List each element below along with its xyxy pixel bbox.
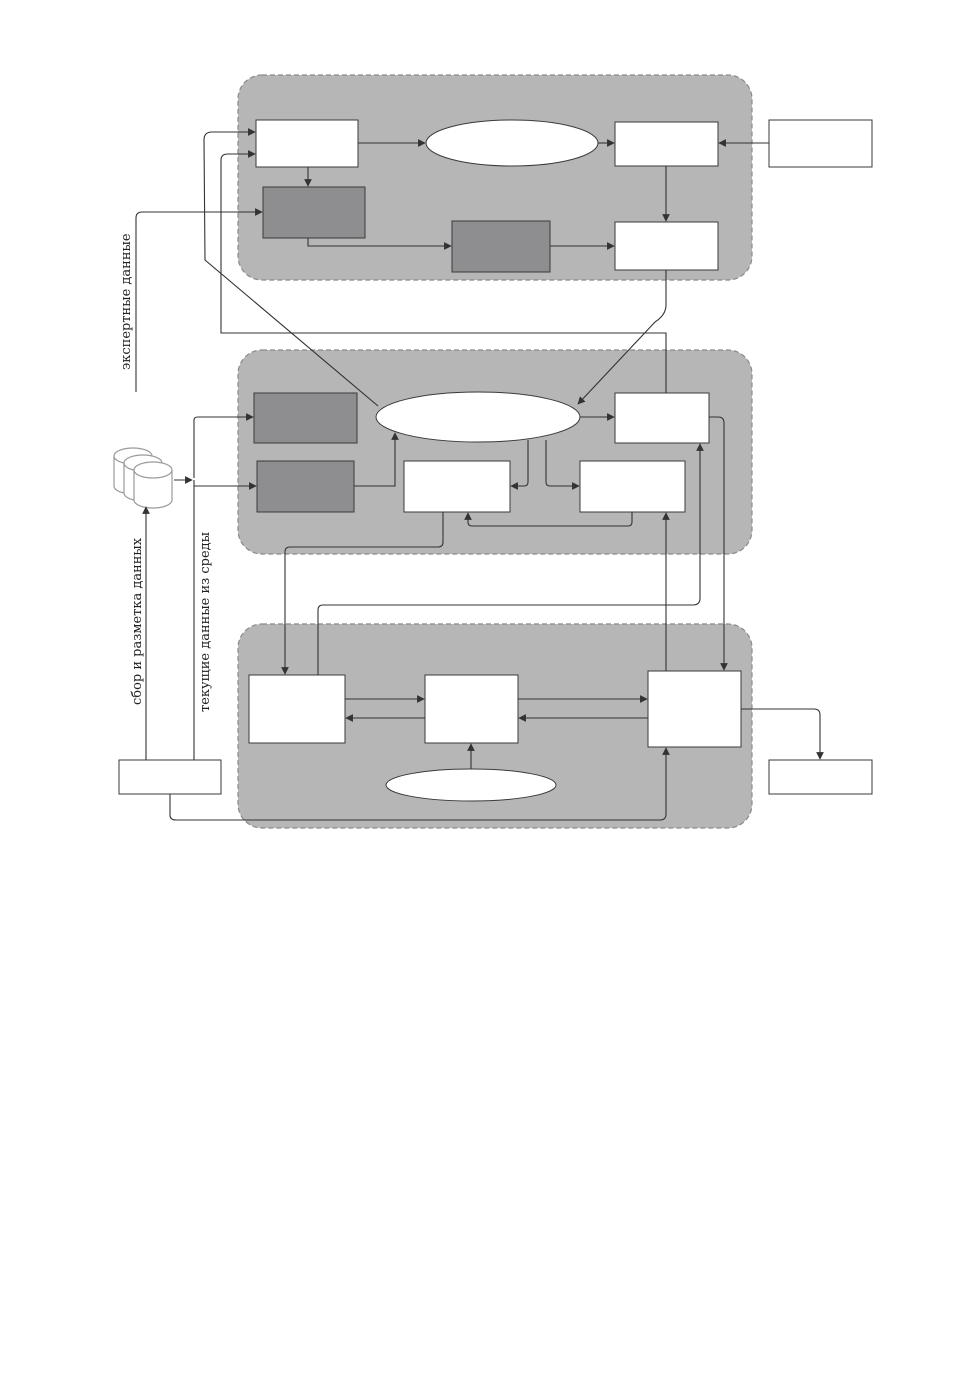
source-box xyxy=(118,759,222,795)
arrow-midbox1-to-botbox3 xyxy=(709,416,728,671)
arrow-mid-ellipse-to-box1 xyxy=(203,128,379,407)
mid-ellipse xyxy=(375,391,581,443)
arrow-mid-ellipse-to-midbox2 xyxy=(510,440,529,490)
arrow-source-to-botbox3 xyxy=(169,747,670,821)
arrow-mid-dark2-to-ellipse xyxy=(354,432,399,487)
mid-box-2 xyxy=(403,460,511,513)
bot-box-1 xyxy=(248,674,346,744)
arrow-dark1-to-dark2 xyxy=(307,238,452,250)
top-ellipse xyxy=(425,119,599,167)
arrow-midbox3-to-midbox2 xyxy=(464,512,633,527)
mid-box-1 xyxy=(614,392,710,444)
bot-box-3 xyxy=(647,670,742,748)
top-box-1 xyxy=(255,119,359,168)
arrow-midbox1-to-box1 xyxy=(220,150,667,393)
top-dark-box-1 xyxy=(262,186,366,239)
top-box-3 xyxy=(614,221,719,271)
label-collect-and-markup: сбор и разметка данных xyxy=(130,537,145,705)
label-expert-data: экспертные данные xyxy=(119,233,134,370)
bot-box-2 xyxy=(424,674,519,744)
arrow-botbox1-to-midbox1 xyxy=(317,443,704,675)
top-box-2 xyxy=(614,121,719,167)
arrow-botbox3-to-output xyxy=(741,708,824,760)
top-dark-box-2 xyxy=(451,220,551,273)
arrow-to-mid-dark1 xyxy=(193,413,254,478)
database-icon xyxy=(113,447,173,509)
mid-dark-box-2 xyxy=(256,460,355,513)
mid-box-3 xyxy=(579,460,686,513)
arrow-box3-to-mid-ellipse xyxy=(577,270,667,405)
external-box-top xyxy=(768,119,873,168)
arrow-expert-data xyxy=(135,208,263,392)
output-box xyxy=(768,759,873,795)
mid-dark-box-1 xyxy=(253,392,358,444)
label-current-data: текущие данные из среды xyxy=(198,532,213,712)
arrow-mid-ellipse-to-midbox3 xyxy=(545,440,580,490)
panel-middle xyxy=(237,349,753,555)
arrow-midbox2-to-botbox1 xyxy=(281,512,444,675)
bot-ellipse xyxy=(385,768,557,802)
